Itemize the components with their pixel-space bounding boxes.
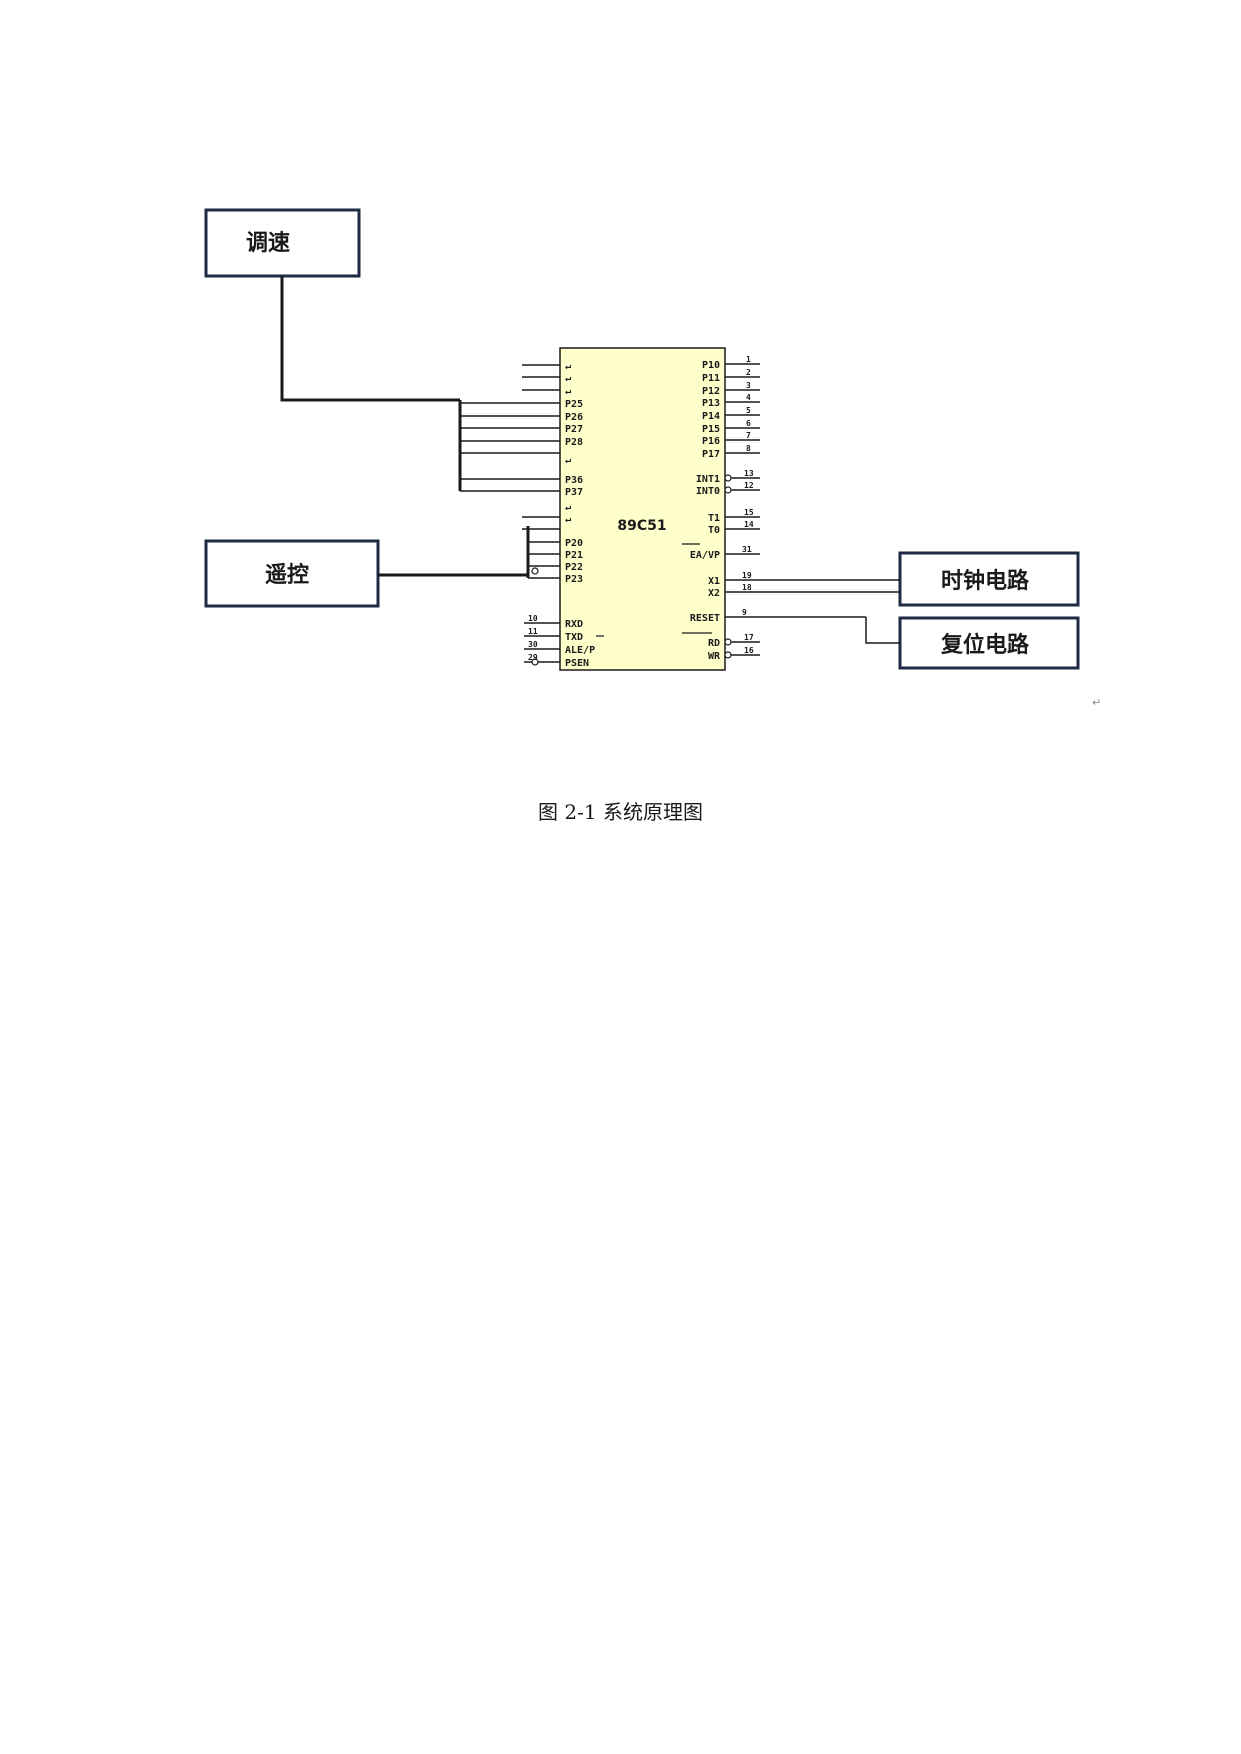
svg-text:P23: P23 [565,574,583,585]
svg-text:P21: P21 [565,550,583,561]
reset-block-label: 复位电路 [940,632,1030,658]
right-pin-numbers: 1 2 3 4 5 6 7 8 13 12 15 14 31 19 18 9 1… [742,355,754,655]
clock-block [898,551,1080,607]
svg-text:15: 15 [744,508,754,517]
svg-text:P28: P28 [565,437,583,448]
svg-text:5: 5 [746,406,751,415]
svg-text:↵: ↵ [565,373,571,384]
svg-text:↵: ↵ [565,502,571,513]
svg-text:↵: ↵ [565,386,571,397]
svg-text:↵: ↵ [565,514,571,525]
svg-text:WR: WR [708,651,721,662]
svg-text:P10: P10 [702,360,720,371]
figure-caption: 图 2-1 系统原理图 [538,800,703,824]
reset-block [898,616,1080,670]
svg-text:18: 18 [742,583,752,592]
svg-text:6: 6 [746,419,751,428]
svg-text:RD: RD [708,638,720,649]
svg-text:12: 12 [744,481,754,490]
svg-text:8: 8 [746,444,751,453]
svg-text:11: 11 [528,627,538,636]
svg-text:31: 31 [742,545,752,554]
svg-text:P36: P36 [565,475,583,486]
svg-text:9: 9 [742,608,747,617]
svg-text:7: 7 [746,431,751,440]
left-pin-lines [460,364,560,663]
paragraph-mark: ↵ [1092,696,1101,709]
svg-text:P11: P11 [702,373,720,384]
svg-text:10: 10 [528,614,538,623]
svg-text:T0: T0 [708,525,720,536]
svg-text:P22: P22 [565,562,583,573]
pin-bubbles [531,474,732,666]
right-pin-labels: P10 P11 P12 P13 P14 P15 P16 P17 INT1 INT… [690,360,721,662]
chip-body [559,347,726,671]
remote-block-label: 遥控 [265,562,309,588]
speed-wire [280,276,460,402]
svg-text:EA/VP: EA/VP [690,550,720,561]
svg-text:4: 4 [746,393,751,402]
svg-text:P25: P25 [565,399,583,410]
svg-text:13: 13 [744,469,754,478]
svg-text:INT1: INT1 [696,474,720,485]
speed-block-label: 调速 [246,230,290,256]
reset-wire [865,617,900,644]
right-pin-lines [725,363,900,656]
svg-text:P13: P13 [702,398,720,409]
svg-text:TXD: TXD [565,632,583,643]
overbars [596,543,712,637]
svg-text:P37: P37 [565,487,583,498]
wiring [280,276,900,644]
svg-text:P12: P12 [702,386,720,397]
svg-text:19: 19 [742,571,752,580]
svg-text:P14: P14 [702,411,720,422]
svg-text:P26: P26 [565,412,583,423]
svg-text:PSEN: PSEN [565,658,589,669]
svg-text:30: 30 [528,640,538,649]
svg-text:1: 1 [746,355,751,364]
svg-text:INT0: INT0 [696,486,720,497]
svg-text:X1: X1 [708,576,720,587]
svg-text:P20: P20 [565,538,583,549]
svg-text:2: 2 [746,368,751,377]
svg-text:RESET: RESET [690,613,720,624]
svg-text:T1: T1 [708,513,720,524]
svg-text:RXD: RXD [565,619,583,630]
svg-text:29: 29 [528,653,538,662]
chip-name: 89C51 [617,518,666,534]
svg-text:14: 14 [744,520,754,529]
remote-block [204,539,380,608]
svg-text:17: 17 [744,633,754,642]
svg-text:↵: ↵ [565,361,571,372]
svg-text:P16: P16 [702,436,720,447]
svg-text:P15: P15 [702,424,720,435]
left-pin-numbers: 10 11 30 29 [528,614,538,662]
svg-text:16: 16 [744,646,754,655]
svg-text:ALE/P: ALE/P [565,645,595,656]
speed-block [204,208,361,278]
svg-text:X2: X2 [708,588,720,599]
left-pin-labels: ↵ ↵ ↵ P25 P26 P27 P28 ↵ P36 P37 ↵ ↵ P20 … [565,361,595,669]
svg-text:P27: P27 [565,424,583,435]
svg-text:↵: ↵ [565,455,571,466]
clock-block-label: 时钟电路 [941,568,1030,594]
svg-text:3: 3 [746,381,751,390]
svg-text:P17: P17 [702,449,720,460]
